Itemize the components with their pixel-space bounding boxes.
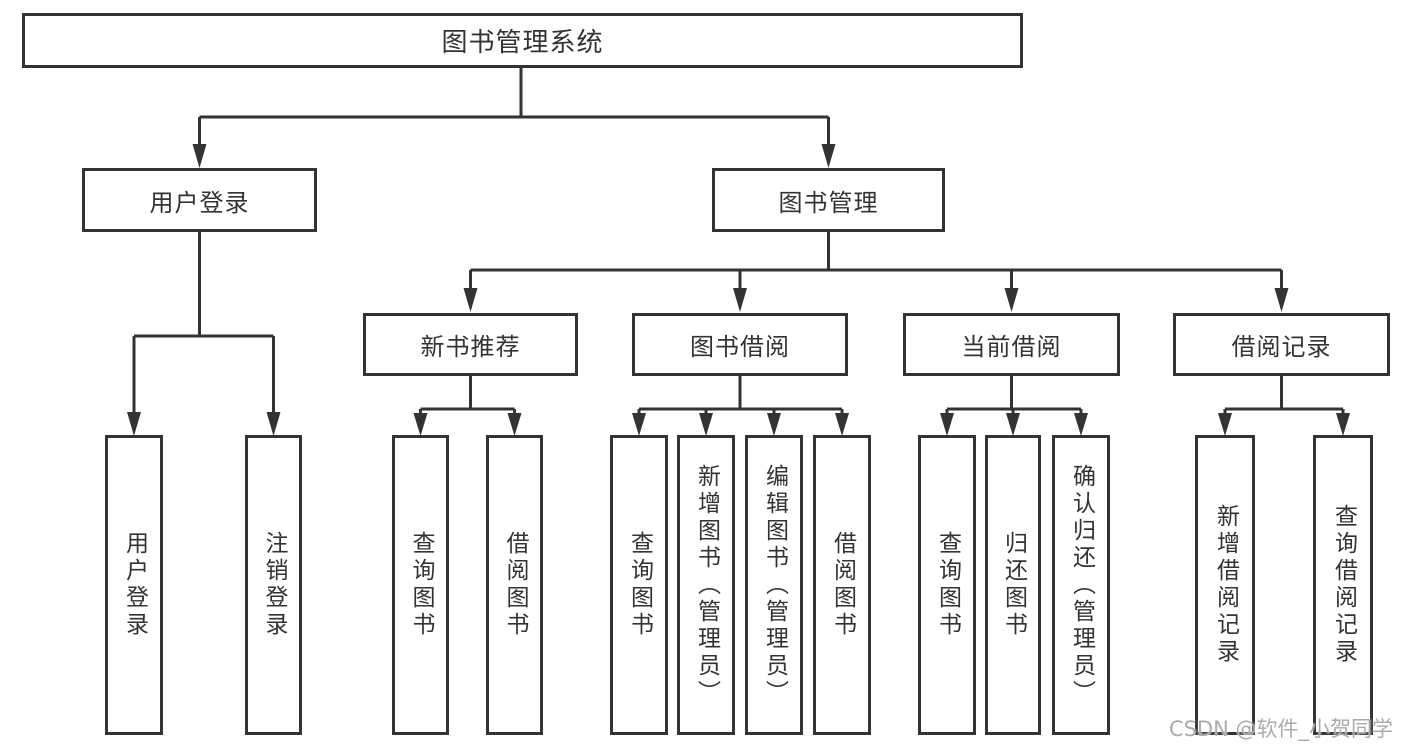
leaf-logout: 注销登录 xyxy=(245,435,302,735)
leaf-label: 借阅图书 xyxy=(829,531,856,639)
node-user-login: 用户登录 xyxy=(82,168,317,232)
leaf-newbook-borrow: 借阅图书 xyxy=(486,435,543,735)
leaf-user-login: 用户登录 xyxy=(105,435,163,735)
leaf-label: 归还图书 xyxy=(1000,531,1027,639)
leaf-current-query: 查询图书 xyxy=(918,435,976,735)
node-label: 图书借阅 xyxy=(690,333,790,361)
node-root: 图书管理系统 xyxy=(22,13,1023,68)
leaf-label: 新增借阅记录 xyxy=(1212,504,1239,666)
leaf-borrow-borrow: 借阅图书 xyxy=(813,435,871,735)
leaf-newbook-query: 查询图书 xyxy=(392,435,449,735)
node-borrow-records: 借阅记录 xyxy=(1173,313,1390,376)
node-current-borrow: 当前借阅 xyxy=(903,313,1120,376)
node-label: 当前借阅 xyxy=(961,333,1062,361)
node-label: 图书管理系统 xyxy=(441,28,604,58)
node-book-borrow: 图书借阅 xyxy=(632,313,848,376)
leaf-label: 用户登录 xyxy=(121,531,148,639)
leaf-label: 查询图书 xyxy=(626,531,653,639)
leaf-label: 编辑图书（管理员） xyxy=(761,463,788,707)
leaf-records-query: 查询借阅记录 xyxy=(1313,435,1373,735)
leaf-label: 查询图书 xyxy=(408,531,434,639)
leaf-borrow-add: 新增图书（管理员） xyxy=(677,435,735,735)
node-label: 借阅记录 xyxy=(1231,333,1332,361)
leaf-label: 查询图书 xyxy=(934,531,961,639)
leaf-current-confirm: 确认归还（管理员） xyxy=(1052,435,1110,735)
leaf-records-add: 新增借阅记录 xyxy=(1195,435,1255,735)
leaf-label: 借阅图书 xyxy=(502,531,528,639)
leaf-borrow-query: 查询图书 xyxy=(610,435,668,735)
leaf-label: 查询借阅记录 xyxy=(1330,504,1357,666)
leaf-label: 确认归还（管理员） xyxy=(1068,463,1095,707)
node-new-book-recommend: 新书推荐 xyxy=(363,313,578,376)
node-label: 图书管理 xyxy=(778,188,879,217)
leaf-label: 注销登录 xyxy=(261,531,287,639)
leaf-current-return: 归还图书 xyxy=(985,435,1041,735)
leaf-label: 新增图书（管理员） xyxy=(693,463,720,707)
node-book-management: 图书管理 xyxy=(712,168,945,232)
leaf-borrow-edit: 编辑图书（管理员） xyxy=(745,435,803,735)
node-label: 新书推荐 xyxy=(420,333,521,361)
node-label: 用户登录 xyxy=(149,188,250,217)
